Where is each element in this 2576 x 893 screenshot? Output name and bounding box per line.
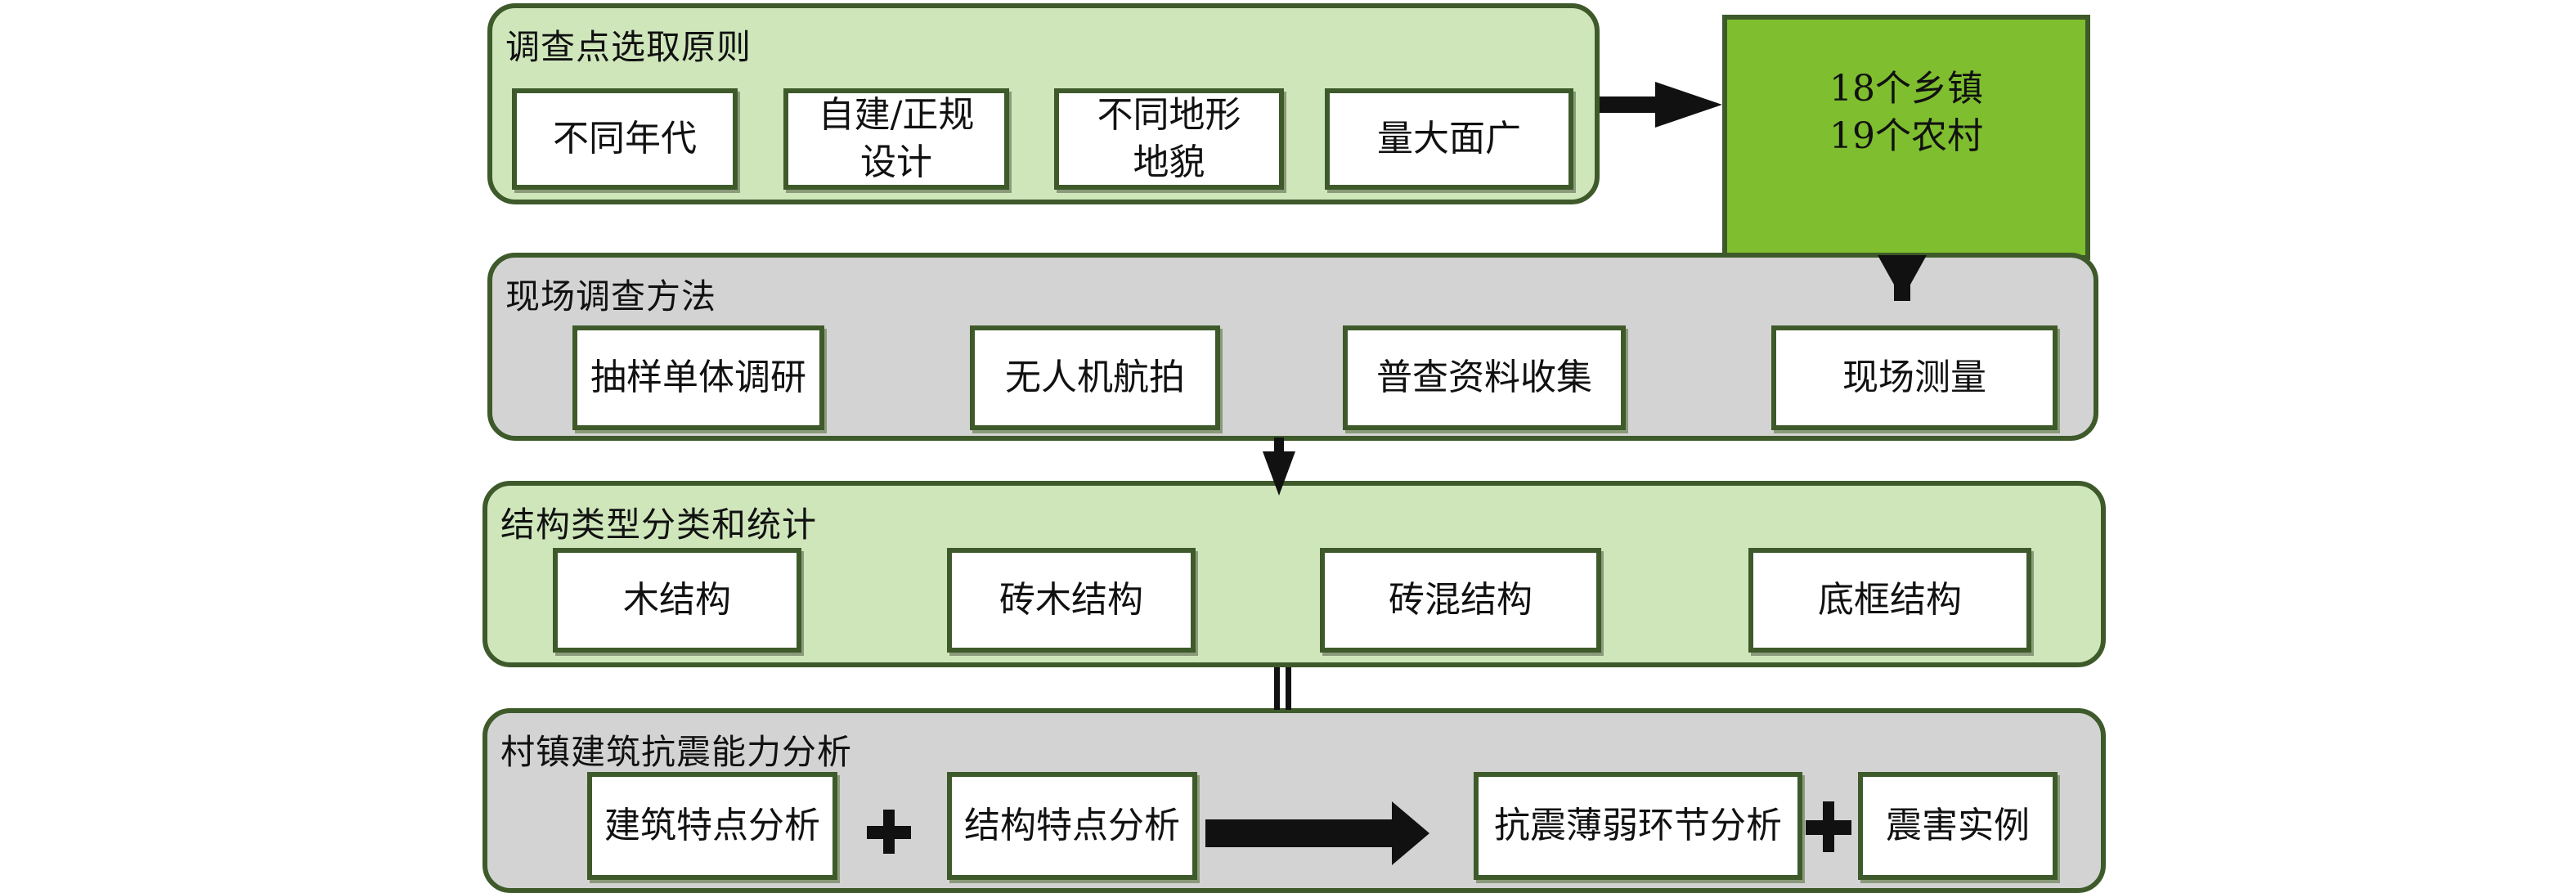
item-damage-cases: 震害实例 [1858,772,2058,880]
item-drone-photography: 无人机航拍 [970,325,1220,430]
double-line-connector [1274,667,1291,710]
item-label: 普查资料收集 [1376,357,1592,398]
item-self-built-design: 自建/正规 设计 [783,88,1009,190]
item-label: 木结构 [623,579,731,621]
item-structural-analysis: 结构特点分析 [947,772,1197,880]
item-label: 结构特点分析 [964,805,1180,846]
panel-title: 调查点选取原则 [505,27,752,67]
item-architectural-analysis: 建筑特点分析 [587,772,837,880]
result-box-towns-villages: 18个乡镇 19个农村 [1722,15,2090,260]
item-weak-link-analysis: 抗震薄弱环节分析 [1474,772,1802,880]
item-brick-timber: 砖木结构 [947,548,1196,653]
item-different-eras: 不同年代 [512,88,738,190]
item-brick-concrete: 砖混结构 [1320,548,1601,653]
item-field-measurement: 现场测量 [1771,325,2058,430]
item-label: 建筑特点分析 [604,805,820,846]
item-bottom-frame: 底框结构 [1748,548,2031,653]
item-label: 抗震薄弱环节分析 [1494,805,1782,846]
item-label: 量大面广 [1377,118,1521,159]
item-sample-survey: 抽样单体调研 [572,325,824,430]
item-label: 现场测量 [1842,357,1986,398]
item-label: 砖木结构 [999,579,1143,621]
result-label: 18个乡镇 19个农村 [1829,68,1983,157]
item-large-coverage: 量大面广 [1325,88,1573,190]
panel-title: 结构类型分类和统计 [500,505,818,545]
item-label: 不同地形 地貌 [1097,94,1241,183]
panel-title: 村镇建筑抗震能力分析 [500,732,853,772]
item-label: 砖混结构 [1389,579,1533,621]
arrow-right-icon [1600,82,1722,128]
item-label: 底框结构 [1818,579,1962,621]
item-timber-structure: 木结构 [553,548,801,653]
item-label: 无人机航拍 [1005,357,1185,398]
item-label: 自建/正规 设计 [818,94,975,183]
item-census-data: 普查资料收集 [1343,325,1626,430]
item-label: 不同年代 [553,118,697,159]
item-label: 抽样单体调研 [590,357,806,398]
panel-title: 现场调查方法 [505,276,717,316]
item-label: 震害实例 [1886,805,2030,846]
item-terrain: 不同地形 地貌 [1054,88,1284,190]
